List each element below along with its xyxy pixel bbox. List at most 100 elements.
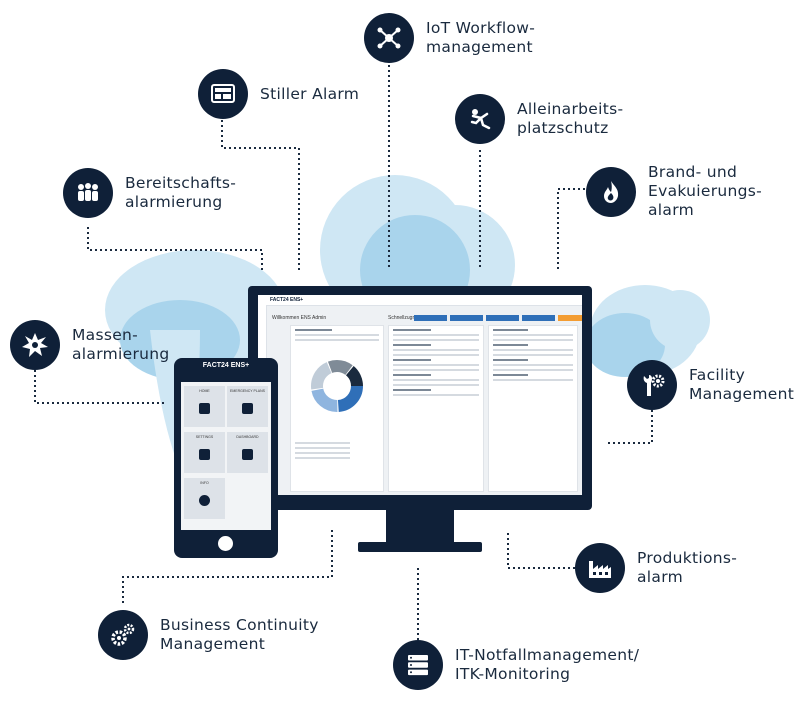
burst-icon [10, 320, 60, 370]
panel-line [393, 344, 431, 346]
feature-label: IT-Notfallmanagement/ ITK-Monitoring [455, 646, 640, 683]
phone-screen: HOME EMERGENCY PLANS SETTINGS DASHBOARD … [181, 382, 271, 530]
dashboard-icon [242, 449, 253, 460]
monitor-alarm-icon [198, 69, 248, 119]
panel-line [393, 369, 479, 371]
tile-label: DASHBOARD [236, 435, 259, 439]
home-button [218, 536, 233, 551]
panel-line [493, 339, 573, 341]
panel-line [393, 329, 431, 331]
panel-line [493, 349, 573, 351]
feature-label: IoT Workflow- management [426, 19, 536, 56]
monitor-screen: FACT24 ENS+ Willkommen ENS Admin Schnell… [258, 295, 582, 495]
feature-stiller-alarm: Stiller Alarm [198, 69, 359, 119]
panel-line [493, 329, 529, 331]
network-icon [364, 13, 414, 63]
tile-settings[interactable]: SETTINGS [184, 432, 225, 473]
panel-line [295, 329, 332, 331]
legend-line [295, 447, 351, 449]
feature-business-continuity: Business Continuity Management [98, 610, 319, 660]
panel-line [393, 339, 479, 341]
panel-line [393, 374, 431, 376]
feature-label: Massen- alarmierung [72, 326, 170, 363]
tile-label: INFO [200, 481, 209, 485]
panel-line [493, 344, 529, 346]
feature-label: Business Continuity Management [160, 616, 319, 653]
monitor-foot [358, 542, 482, 552]
panel-line [493, 379, 573, 381]
feature-massenalarmierung: Massen- alarmierung [10, 320, 170, 370]
quick-access-tabs [414, 315, 582, 321]
feature-alleinarbeitsplatzschutz: Alleinarbeits- platzschutz [455, 94, 623, 144]
wrench-gear-icon [627, 360, 677, 410]
panel-line [393, 334, 479, 336]
app-brand: FACT24 ENS+ [270, 297, 304, 303]
home-icon [199, 403, 210, 414]
panel-line [393, 394, 479, 396]
feature-label: Alleinarbeits- platzschutz [517, 100, 624, 137]
sliders-icon [199, 449, 210, 460]
quick-access-label: Schnellzugriff [388, 315, 418, 321]
tile-info[interactable]: INFO [184, 478, 225, 519]
welcome-title: Willkommen ENS Admin [272, 315, 327, 321]
feature-label: Bereitschafts- alarmierung [125, 174, 237, 211]
panel-line [393, 354, 479, 356]
tile-dashboard[interactable]: DASHBOARD [227, 432, 268, 473]
factory-icon [575, 543, 625, 593]
panel-line [393, 384, 479, 386]
app-header [258, 295, 582, 306]
panel-line [393, 364, 479, 366]
feature-label: Produktions- alarm [637, 549, 738, 586]
panel-line [393, 349, 479, 351]
feature-bereitschaftsalarmierung: Bereitschafts- alarmierung [63, 168, 236, 218]
feature-it-notfallmanagement: IT-Notfallmanagement/ ITK-Monitoring [393, 640, 639, 690]
panel-line [393, 359, 431, 361]
tile-label: HOME [199, 389, 210, 393]
gears-icon [98, 610, 148, 660]
legend-line [295, 452, 351, 454]
falling-person-icon [455, 94, 505, 144]
feature-facility-management: Facility Management [627, 360, 794, 410]
quick-tab [450, 315, 483, 321]
feature-brand-evakuierung: Brand- und Evakuierungs- alarm [586, 163, 762, 220]
tile-home[interactable]: HOME [184, 386, 225, 427]
flame-icon [586, 166, 636, 217]
info-icon [199, 495, 210, 506]
tile-label: SETTINGS [195, 435, 214, 439]
feature-iot-workflow: IoT Workflow- management [364, 13, 535, 63]
active-alarms-panel [388, 325, 484, 492]
desktop-monitor: FACT24 ENS+ Willkommen ENS Admin Schnell… [248, 286, 592, 510]
server-icon [393, 640, 443, 690]
tile-emergency-plans[interactable]: EMERGENCY PLANS [227, 386, 268, 427]
group-icon [63, 168, 113, 218]
panel-line [493, 364, 573, 366]
monitor-stand [386, 510, 454, 542]
connector-lines [34, 65, 653, 640]
panel-line [493, 334, 573, 336]
quick-tab [558, 315, 582, 321]
donut-chart [311, 360, 363, 412]
tile-label: EMERGENCY PLANS [230, 389, 265, 393]
quick-tab [522, 315, 555, 321]
news-panel [488, 325, 578, 492]
panel-line [295, 339, 379, 341]
feature-label: Brand- und Evakuierungs- alarm [648, 163, 763, 219]
feature-produktionsalarm: Produktions- alarm [575, 543, 737, 593]
panel-line [493, 359, 529, 361]
legend-line [295, 457, 351, 459]
quick-tab [486, 315, 519, 321]
panel-line [295, 334, 379, 336]
panel-line [493, 354, 573, 356]
phone-brand: FACT24 ENS+ [202, 362, 250, 369]
feature-label: Stiller Alarm [260, 84, 360, 103]
smartphone: FACT24 ENS+ HOME EMERGENCY PLANS SETTING… [174, 358, 278, 558]
alarms-panel [290, 325, 384, 492]
clipboard-icon [242, 403, 253, 414]
panel-line [393, 379, 479, 381]
quick-tab [414, 315, 447, 321]
feature-label: Facility Management [689, 366, 795, 403]
panel-line [393, 389, 431, 391]
panel-line [493, 369, 573, 371]
panel-line [493, 374, 529, 376]
legend-line [295, 442, 351, 444]
